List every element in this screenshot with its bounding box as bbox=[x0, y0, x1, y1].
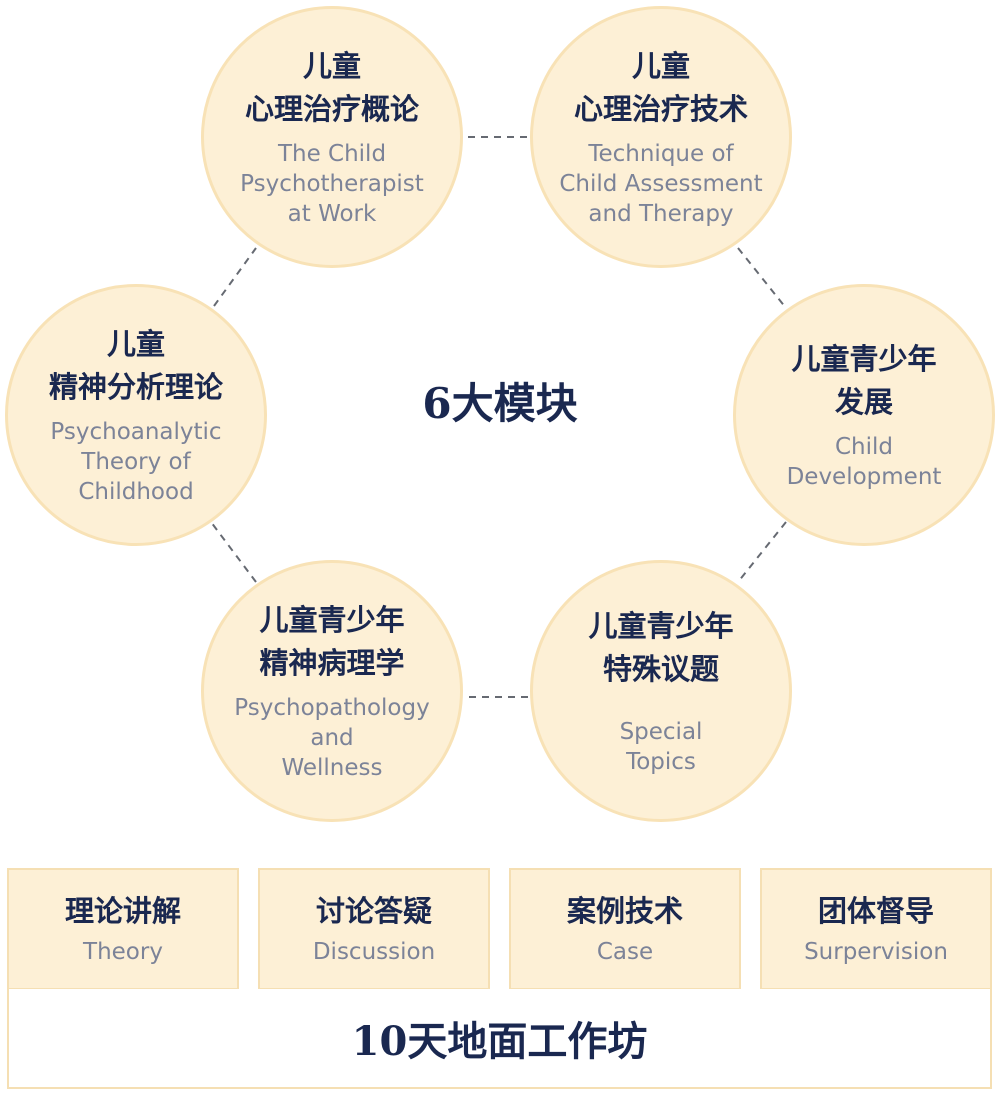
module-title-en: Psychoanalytic Theory of Childhood bbox=[50, 419, 222, 505]
connector-m4-m6 bbox=[737, 521, 787, 583]
workshop-title: 10天地面工作坊 bbox=[351, 1018, 648, 1065]
module-psychopathology: 儿童青少年 精神病理学 Psychopathology and Wellness bbox=[201, 560, 463, 822]
module-psychoanalytic-theory: 儿童 精神分析理论 Psychoanalytic Theory of Child… bbox=[5, 284, 267, 546]
module-title-zh: 儿童青少年 特殊议题 bbox=[588, 609, 734, 686]
module-title-en: Psychopathology and Wellness bbox=[234, 695, 430, 781]
center-title: 6大模块 bbox=[422, 379, 578, 428]
feature-theory: 理论讲解 Theory bbox=[7, 868, 239, 990]
module-child-development: 儿童青少年 发展 Child Development bbox=[733, 284, 995, 546]
module-title-en: Technique of Child Assessment and Therap… bbox=[559, 141, 763, 227]
workshop-banner: 10天地面工作坊 bbox=[7, 989, 992, 1089]
module-child-therapy-technique: 儿童 心理治疗技术 Technique of Child Assessment … bbox=[530, 6, 792, 268]
module-title-en: The Child Psychotherapist at Work bbox=[240, 141, 424, 227]
module-child-psychotherapy-intro: 儿童 心理治疗概论 The Child Psychotherapist at W… bbox=[201, 6, 463, 268]
connector-m5-m3 bbox=[210, 521, 257, 583]
connector-m3-m1 bbox=[213, 247, 257, 307]
feature-label-en: Discussion bbox=[312, 939, 436, 965]
feature-label-zh: 理论讲解 bbox=[64, 894, 181, 928]
module-title-zh: 儿童青少年 发展 bbox=[791, 342, 937, 419]
feature-label-en: Theory bbox=[83, 939, 163, 965]
module-special-topics: 儿童青少年 特殊议题 Special Topics bbox=[530, 560, 792, 822]
feature-label-zh: 团体督导 bbox=[817, 894, 934, 928]
feature-label-en: Case bbox=[596, 939, 654, 965]
feature-label-zh: 讨论答疑 bbox=[315, 894, 432, 928]
module-title-en: Child Development bbox=[786, 434, 942, 490]
feature-case: 案例技术 Case bbox=[509, 868, 741, 990]
feature-discussion: 讨论答疑 Discussion bbox=[258, 868, 490, 990]
feature-supervision: 团体督导 Surpervision bbox=[760, 868, 992, 990]
connector-m2-m4 bbox=[737, 247, 787, 309]
module-title-zh: 儿童 精神分析理论 bbox=[48, 327, 223, 404]
feature-label-en: Surpervision bbox=[804, 939, 948, 965]
module-title-zh: 儿童 心理治疗概论 bbox=[244, 49, 419, 126]
feature-label-zh: 案例技术 bbox=[566, 894, 683, 928]
module-title-zh: 儿童青少年 精神病理学 bbox=[259, 603, 405, 680]
module-title-en: Special Topics bbox=[619, 719, 703, 775]
module-title-zh: 儿童 心理治疗技术 bbox=[573, 49, 748, 126]
